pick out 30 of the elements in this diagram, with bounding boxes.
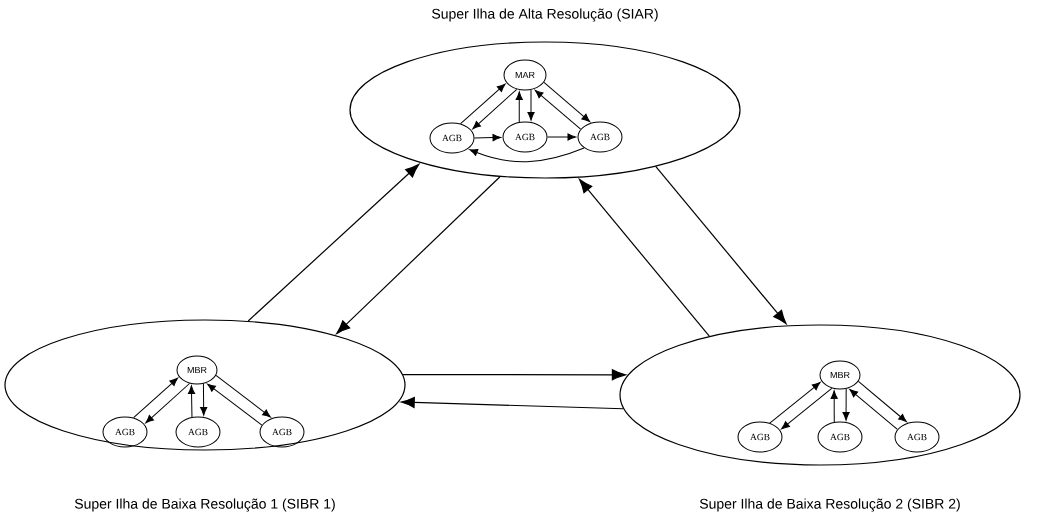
arrow (849, 389, 898, 430)
arrow (145, 383, 190, 424)
arrow (402, 369, 626, 381)
arrow (247, 163, 420, 322)
arrow (474, 134, 502, 142)
arrow (133, 377, 179, 419)
arrow (187, 385, 196, 418)
arrow (769, 382, 821, 424)
arrow (400, 396, 624, 410)
arrow (527, 89, 535, 121)
arrow (534, 89, 582, 130)
arrow (842, 388, 850, 421)
arrow (460, 83, 506, 125)
arrow (472, 88, 518, 130)
arrow (857, 380, 907, 423)
island-heading: Super Ilha de Alta Resolução (SIAR) (432, 8, 658, 22)
arrow (830, 390, 838, 423)
arrow (781, 387, 833, 430)
arrow (336, 176, 501, 334)
arrow (200, 383, 208, 416)
arrow (547, 133, 577, 141)
island-heading: Super Ilha de Baixa Resolução 2 (SIBR 2) (699, 498, 960, 512)
arrow (578, 178, 710, 337)
arrow (543, 81, 591, 122)
arrow (515, 91, 523, 123)
arrow (469, 147, 585, 163)
island-heading: Super Ilha de Baixa Resolução 1 (SIBR 1) (74, 498, 335, 512)
arrow (655, 165, 787, 325)
arrow (207, 383, 263, 426)
arrow (215, 374, 271, 418)
